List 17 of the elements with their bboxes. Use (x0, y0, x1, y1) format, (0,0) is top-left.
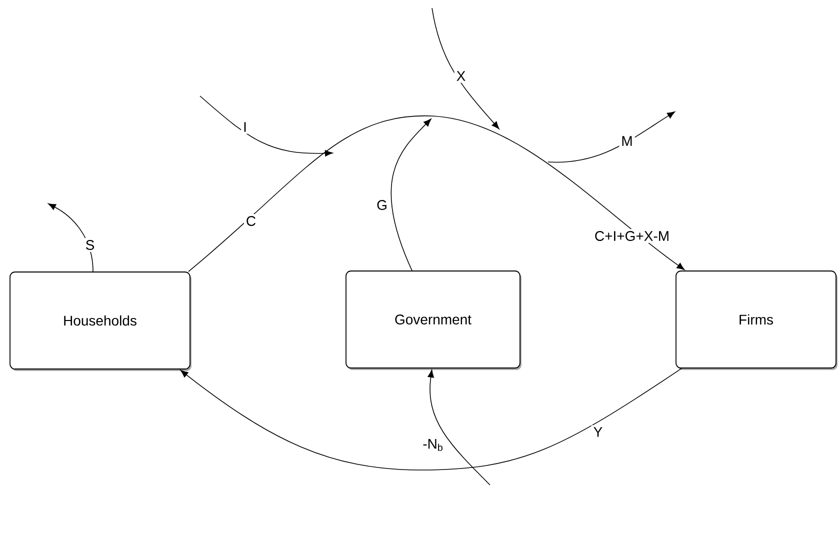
edge-label: S (83, 238, 97, 252)
arrow (48, 203, 94, 272)
flow-label: I (241, 120, 249, 134)
arrow (180, 368, 682, 470)
flow-label: X (454, 69, 468, 83)
arrow (188, 116, 685, 272)
process-box: Households (10, 272, 192, 371)
process-box: Firms (676, 270, 838, 370)
edge-label: -N$_{b}$ (420, 437, 446, 453)
process-box: Government (346, 270, 522, 370)
flow-label: M (619, 134, 635, 148)
arrow (428, 370, 490, 486)
flow-label: C (244, 214, 258, 228)
edge-label: G (374, 198, 390, 212)
arrow (390, 118, 432, 271)
edge-label: C+I+G+X-M (592, 229, 672, 243)
edge-label: Y (591, 425, 605, 439)
